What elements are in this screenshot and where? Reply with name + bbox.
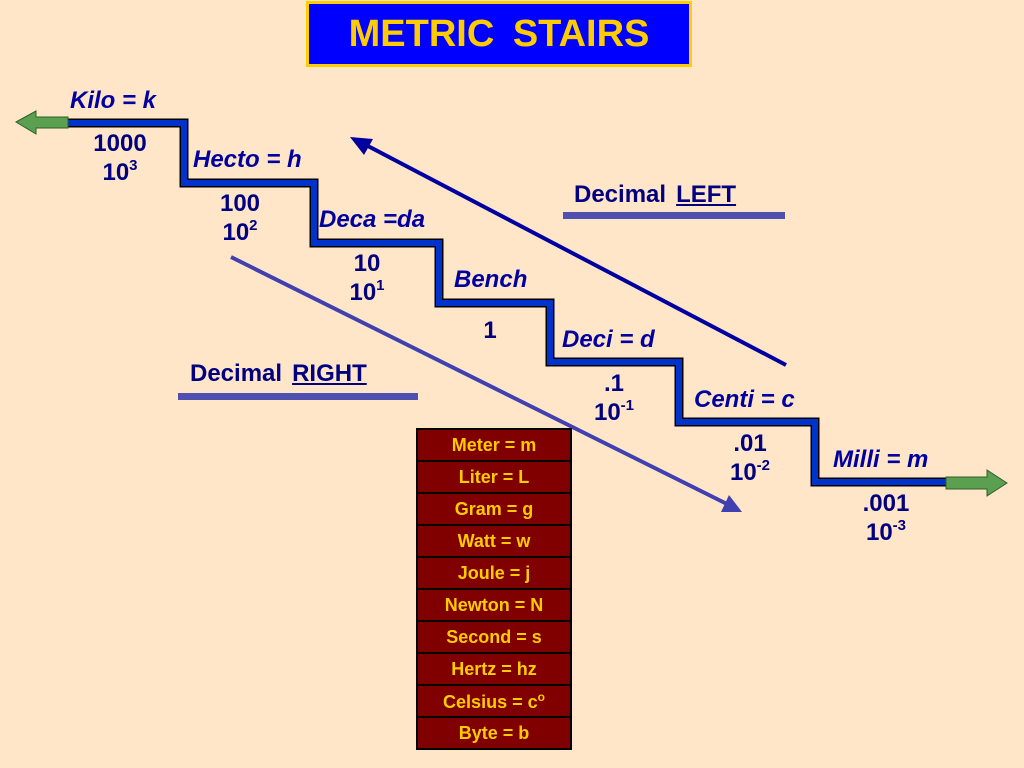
unit-cell: Byte = b xyxy=(416,716,572,750)
value-power: 10-2 xyxy=(729,457,771,486)
unit-cell: Gram = g xyxy=(416,492,572,526)
step-label-deca: Deca =da xyxy=(319,206,426,233)
decimal-left-arrow xyxy=(365,143,787,367)
base-units-table: Meter = m Liter = L Gram = g Watt = w Jo… xyxy=(416,428,572,750)
decimal-left-text: Decimal xyxy=(574,181,667,208)
step-value-hecto: 100 102 xyxy=(200,192,280,245)
step-label-hecto: Hecto = h xyxy=(193,146,302,173)
step-value-deci: .1 10-1 xyxy=(574,372,654,425)
value-number: 1000 xyxy=(93,130,147,157)
decimal-left-label: Decimal LEFT xyxy=(574,183,736,207)
decimal-right-arrow xyxy=(230,255,728,506)
decimal-right-arrowhead xyxy=(721,495,742,512)
step-value-deca: 10 101 xyxy=(327,252,407,305)
table-row: Gram = g xyxy=(416,492,572,526)
step-value-kilo: 1000 103 xyxy=(80,132,160,185)
value-number: 10 xyxy=(353,250,381,277)
decimal-right-label: Decimal RIGHT xyxy=(190,362,367,386)
step-value-milli: .001 10-3 xyxy=(846,492,926,545)
table-row: Celsius = co xyxy=(416,684,572,718)
table-row: Joule = j xyxy=(416,556,572,590)
value-power: 10-1 xyxy=(593,397,635,426)
step-label-deci: Deci = d xyxy=(562,326,655,353)
value-number: 100 xyxy=(219,190,261,217)
staircase xyxy=(68,120,946,485)
value-number: 1 xyxy=(483,317,497,344)
value-number: .1 xyxy=(603,370,624,397)
green-right-arrow-icon xyxy=(945,469,1008,497)
decimal-right-text: Decimal xyxy=(190,360,283,387)
unit-cell: Second = s xyxy=(416,620,572,654)
decimal-left-arrowhead xyxy=(350,137,373,155)
unit-cell: Hertz = hz xyxy=(416,652,572,686)
green-left-arrow-icon xyxy=(14,110,69,135)
decimal-left-underline xyxy=(563,212,785,219)
value-number: .01 xyxy=(733,430,767,457)
unit-cell: Joule = j xyxy=(416,556,572,590)
table-row: Hertz = hz xyxy=(416,652,572,686)
unit-cell: Newton = N xyxy=(416,588,572,622)
value-power: 102 xyxy=(222,217,258,246)
value-power: 101 xyxy=(349,277,385,306)
value-power: 10-3 xyxy=(865,517,907,546)
table-row: Watt = w xyxy=(416,524,572,558)
table-row: Byte = b xyxy=(416,716,572,750)
step-value-bench: 1 xyxy=(450,319,530,343)
decimal-right-underline xyxy=(178,393,418,400)
value-number: .001 xyxy=(862,490,910,517)
unit-cell: Meter = m xyxy=(416,428,572,462)
step-value-centi: .01 10-2 xyxy=(710,432,790,485)
table-row: Meter = m xyxy=(416,428,572,462)
decimal-right-direction: RIGHT xyxy=(292,360,367,387)
table-row: Liter = L xyxy=(416,460,572,494)
unit-cell: Watt = w xyxy=(416,524,572,558)
table-row: Newton = N xyxy=(416,588,572,622)
step-label-milli: Milli = m xyxy=(833,446,929,473)
page-title: METRIC STAIRS xyxy=(348,12,650,55)
title-box: METRIC STAIRS xyxy=(306,1,692,67)
step-label-kilo: Kilo = k xyxy=(70,87,157,114)
step-label-bench: Bench xyxy=(454,266,528,293)
step-label-centi: Centi = c xyxy=(694,386,795,413)
decimal-left-direction: LEFT xyxy=(676,181,737,208)
table-row: Second = s xyxy=(416,620,572,654)
unit-cell: Celsius = co xyxy=(416,684,572,718)
value-power: 103 xyxy=(102,157,138,186)
unit-cell: Liter = L xyxy=(416,460,572,494)
